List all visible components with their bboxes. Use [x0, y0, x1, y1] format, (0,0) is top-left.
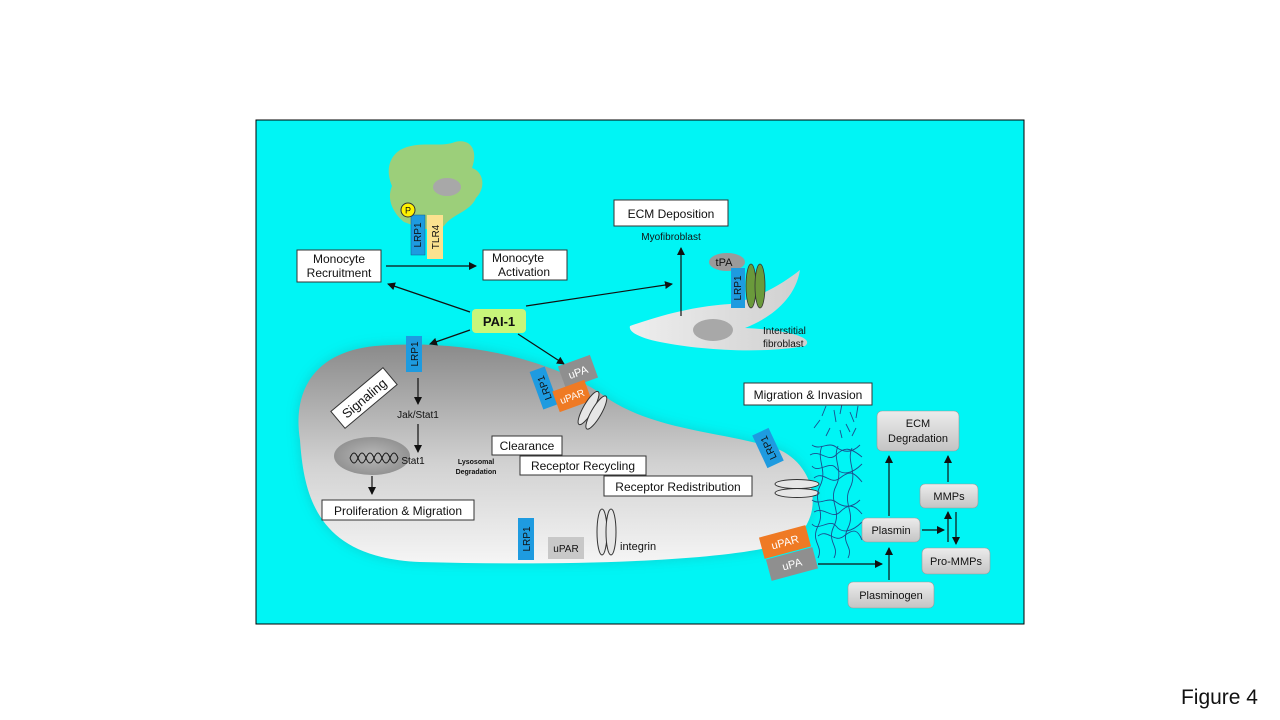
- proliferation-box: [321, 499, 475, 521]
- fibroblast-nucleus: [693, 319, 733, 341]
- tpa-shape: [709, 253, 745, 271]
- pro-mmps-box: [921, 547, 991, 575]
- myofibroblast-label: Myofibroblast: [641, 232, 701, 243]
- phosphate-label: P: [405, 206, 411, 216]
- integrin-right-top: [774, 479, 820, 489]
- upa-complex: uPA: [557, 354, 599, 390]
- pro-mmps-label: Pro-MMPs: [930, 556, 982, 568]
- integrin-right-bottom: [774, 488, 820, 498]
- arrow-pai1-to-recruitment: [387, 282, 471, 313]
- monocyte-activation-line1: Monocyte: [492, 251, 544, 265]
- arrow-pai1-to-fibroblast: [525, 281, 673, 307]
- integrin-complex-right: [585, 395, 608, 430]
- proliferation-label: Proliferation & Migration: [334, 504, 462, 518]
- ecm-degradation-line2: Degradation: [888, 433, 948, 445]
- monocyte-recruitment-line2: Recruitment: [307, 266, 372, 280]
- upar-receptor-right: uPAR: [758, 525, 812, 559]
- integrin-label: integrin: [620, 541, 656, 553]
- ecm-degradation-line1: ECM: [906, 418, 930, 430]
- upa-enzyme-right: uPA: [765, 547, 819, 581]
- lrp1-label-bottom: LRP1: [522, 526, 533, 551]
- upar-receptor-bottom: [548, 537, 584, 559]
- lrp1-label-monocyte: LRP1: [413, 222, 424, 247]
- clearance-box: [491, 435, 563, 456]
- monocyte-activation-box: [482, 249, 568, 281]
- mmps-box: [919, 483, 979, 509]
- ecm-fibers: [809, 403, 863, 559]
- lrp1-label-top: LRP1: [410, 341, 421, 366]
- interstitial-label-line2: fibroblast: [763, 339, 804, 350]
- upar-label-bottom: uPAR: [553, 544, 578, 555]
- arrow-pai1-to-upa-complex: [517, 333, 565, 365]
- cell-nucleus: [334, 437, 410, 475]
- tlr4-receptor: [427, 215, 443, 259]
- upar-right-rect: [758, 525, 812, 559]
- upa-right-rect: [765, 547, 819, 581]
- ecm-degradation-box: [876, 410, 960, 452]
- upa-complex-rect: [557, 354, 599, 390]
- ecm-deposition-label: ECM Deposition: [628, 207, 715, 221]
- integrin-fibroblast-left: [745, 263, 757, 309]
- upa-label-right: uPA: [781, 556, 804, 573]
- jak-stat-label: Jak/Stat1: [397, 410, 439, 421]
- ecm-deposition-box: [613, 199, 729, 227]
- clearance-label: Clearance: [500, 439, 555, 453]
- lrp1-complex-rect: [529, 366, 559, 410]
- mmps-label: MMPs: [933, 491, 965, 503]
- plasminogen-box: [847, 581, 935, 609]
- upar-complex-rect: [552, 379, 592, 413]
- recycling-box: [519, 455, 647, 476]
- lrp1-right-rect: [752, 427, 784, 469]
- stat1-label: Stat1: [401, 456, 425, 467]
- integrin-bottom-right: [605, 508, 617, 556]
- redistribution-box: [603, 475, 753, 497]
- tlr4-label: TLR4: [431, 224, 442, 249]
- lrp1-receptor-bottom: [518, 518, 534, 560]
- dna-icon-strand: [349, 452, 399, 464]
- lrp1-receptor-top: [406, 336, 422, 372]
- plasminogen-label: Plasminogen: [859, 590, 923, 602]
- redistribution-label: Receptor Redistribution: [615, 480, 740, 494]
- lysosomal-label-line2: Degradation: [456, 469, 497, 476]
- plasmin-box: [861, 517, 921, 543]
- lrp1-receptor-monocyte: [410, 214, 426, 256]
- figure-caption: Figure 4: [1180, 686, 1258, 709]
- upar-complex: uPAR: [552, 379, 592, 413]
- lysosomal-label-line1: Lysosomal: [458, 459, 494, 466]
- monocyte-nucleus: [433, 178, 461, 196]
- lrp1-label-fibroblast: LRP1: [733, 275, 744, 300]
- pai1-box: [472, 309, 526, 333]
- plasmin-label: Plasmin: [871, 525, 910, 537]
- monocyte-activation-line2: Activation: [498, 265, 550, 279]
- pai1-label: PAI-1: [483, 314, 515, 329]
- integrin-fibroblast-right: [754, 263, 766, 309]
- signaling-rect: [330, 367, 398, 429]
- migration-invasion-label: Migration & Invasion: [754, 388, 863, 402]
- phosphate-circle: [400, 202, 416, 218]
- recycling-label: Receptor Recycling: [531, 459, 635, 473]
- arrow-pai1-to-lrp1: [429, 329, 471, 346]
- integrin-complex: [577, 390, 608, 430]
- tpa-label: tPA: [716, 257, 734, 269]
- lrp1-receptor-fibroblast: [731, 268, 745, 308]
- interstitial-fibroblast: [629, 270, 808, 351]
- interstitial-label-line1: Interstitial: [763, 326, 806, 337]
- monocyte-recruitment-line1: Monocyte: [313, 252, 365, 266]
- monocyte-recruitment-box: [296, 249, 382, 283]
- migration-invasion-box: [743, 382, 873, 406]
